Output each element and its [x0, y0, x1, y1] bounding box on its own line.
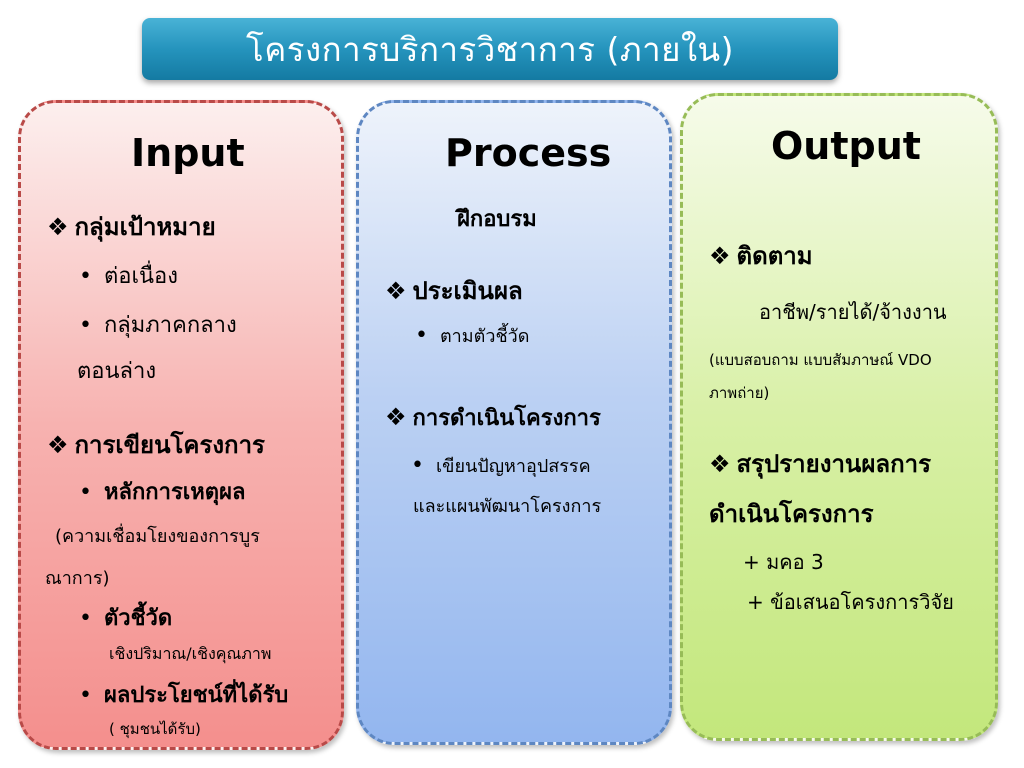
target-group-item-region: •กลุ่มภาคกลาง: [79, 313, 237, 338]
output-column: Output ❖ติดตาม อาชีพ/รายได้/จ้างงาน (แบบ…: [680, 93, 998, 741]
indicator-note: เชิงปริมาณ/เชิงคุณภาพ: [109, 644, 272, 663]
implementation-item: •เขียนปัญหาอุปสรรค: [411, 453, 591, 478]
follow-up-heading: ❖ติดตาม: [709, 236, 813, 275]
diamond-bullet-icon: ❖: [709, 242, 731, 270]
title-banner: โครงการบริการวิชาการ (ภายใน): [142, 18, 838, 80]
training-label: ฝึกอบรม: [457, 207, 537, 232]
input-column: Input ❖กลุ่มเป้าหมาย •ต่อเนื่อง •กลุ่มภา…: [18, 100, 344, 750]
dot-bullet-icon: •: [79, 264, 92, 289]
evaluation-heading: ❖ประเมินผล: [385, 271, 523, 310]
dot-bullet-icon: •: [79, 606, 92, 631]
dot-bullet-icon: •: [79, 313, 92, 338]
implementation-heading: ❖การดำเนินโครงการ: [385, 400, 601, 435]
diamond-bullet-icon: ❖: [47, 431, 69, 459]
target-group-label: กลุ่มเป้าหมาย: [74, 213, 216, 241]
benefit-item: •ผลประโยชน์ที่ได้รับ: [79, 683, 289, 708]
diamond-bullet-icon: ❖: [47, 213, 69, 241]
rationale-item: •หลักการเหตุผล: [79, 480, 246, 505]
diamond-bullet-icon: ❖: [709, 450, 731, 478]
dot-bullet-icon: •: [79, 683, 92, 708]
summary-label-cont: ดำเนินโครงการ: [709, 500, 874, 528]
summary-item-research: + ข้อเสนอโครงการวิจัย: [747, 590, 954, 614]
follow-up-label: ติดตาม: [736, 242, 813, 270]
indicator-item: •ตัวชี้วัด: [79, 606, 173, 631]
process-heading: Process: [445, 131, 612, 175]
proposal-heading: ❖การเขียนโครงการ: [47, 425, 265, 464]
dot-bullet-icon: •: [411, 453, 424, 478]
target-group-heading: ❖กลุ่มเป้าหมาย: [47, 207, 216, 246]
follow-up-line3: ภาพถ่าย): [709, 384, 770, 402]
page-title: โครงการบริการวิชาการ (ภายใน): [245, 29, 734, 69]
diamond-bullet-icon: ❖: [385, 403, 407, 431]
implementation-label: การดำเนินโครงการ: [412, 406, 601, 431]
follow-up-line1: อาชีพ/รายได้/จ้างงาน: [759, 300, 947, 324]
evaluation-item: •ตามตัวชี้วัด: [415, 323, 530, 348]
evaluation-label: ประเมินผล: [412, 277, 523, 305]
implementation-item-cont: และแผนพัฒนาโครงการ: [413, 496, 602, 517]
summary-label: สรุปรายงานผลการ: [736, 450, 931, 478]
follow-up-line2: (แบบสอบถาม แบบสัมภาษณ์ VDO: [709, 351, 932, 369]
rationale-note-cont: ณาการ): [45, 568, 110, 589]
summary-item-mko3: + มคอ 3: [743, 550, 824, 574]
benefit-note: ( ชุมชนได้รับ): [109, 720, 201, 738]
output-heading: Output: [771, 124, 921, 168]
proposal-label: การเขียนโครงการ: [74, 431, 265, 459]
dot-bullet-icon: •: [79, 480, 92, 505]
dot-bullet-icon: •: [415, 323, 428, 348]
rationale-note: (ความเชื่อมโยงของการบูร: [55, 526, 260, 547]
summary-heading: ❖สรุปรายงานผลการ: [709, 444, 931, 483]
target-group-item-region-cont: ตอนล่าง: [77, 359, 157, 384]
target-group-item-continuous: •ต่อเนื่อง: [79, 264, 178, 289]
diamond-bullet-icon: ❖: [385, 277, 407, 305]
process-column: Process ฝึกอบรม ❖ประเมินผล •ตามตัวชี้วัด…: [356, 100, 672, 745]
input-heading: Input: [131, 131, 245, 175]
